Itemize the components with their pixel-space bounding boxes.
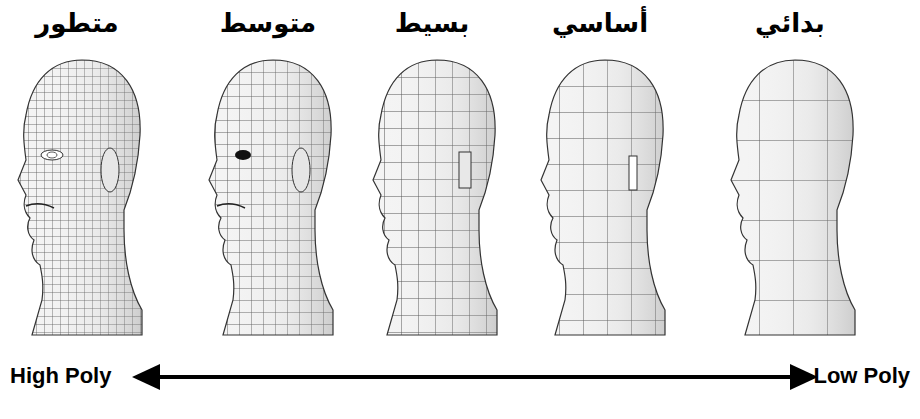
level-label: بدائي	[755, 8, 825, 39]
range-arrow	[132, 364, 818, 390]
scale-end-label: High Poly	[10, 363, 111, 389]
level-label: متوسط	[220, 8, 316, 39]
scale-end-label: Low Poly	[813, 363, 910, 389]
level-label: بسيط	[395, 8, 470, 39]
level-label: أساسي	[552, 8, 648, 39]
level-label: متطور	[35, 8, 118, 39]
